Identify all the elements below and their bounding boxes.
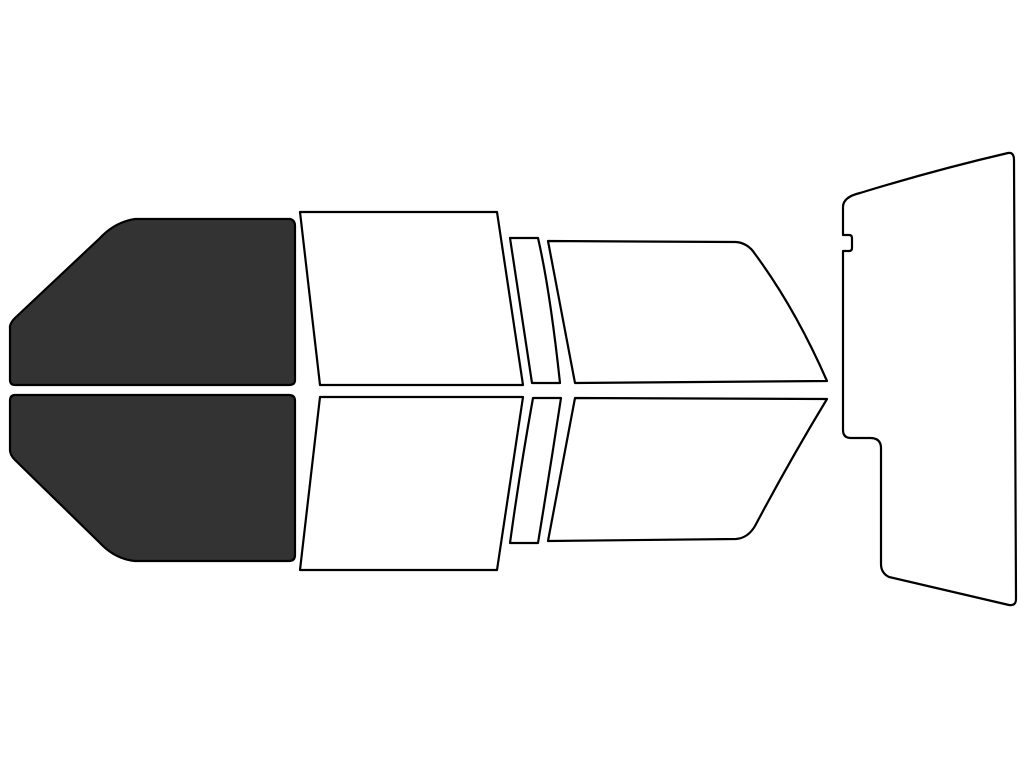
- front-driver-window[interactable]: [8, 217, 297, 387]
- quarter-vent-upper[interactable]: [508, 236, 562, 385]
- rear-quarter-window-upper[interactable]: [546, 239, 829, 385]
- rear-windshield[interactable]: [841, 151, 1018, 607]
- rear-door-window-upper[interactable]: [298, 210, 525, 387]
- rear-quarter-window-lower[interactable]: [546, 396, 829, 543]
- quarter-vent-lower[interactable]: [508, 396, 563, 545]
- rear-door-window-lower[interactable]: [298, 395, 525, 572]
- front-passenger-window[interactable]: [8, 393, 297, 563]
